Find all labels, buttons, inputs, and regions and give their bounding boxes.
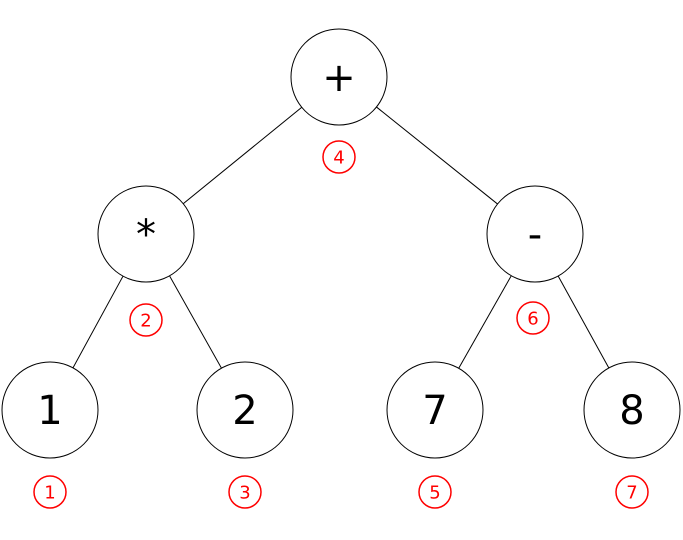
tree-node-eight: 8 <box>583 361 681 459</box>
order-marker-label: 7 <box>626 483 637 504</box>
order-marker-label: 3 <box>239 483 250 504</box>
tree-node-one: 1 <box>1 361 99 459</box>
order-marker-circle <box>228 475 262 509</box>
traversal-order-markers: 4 2 6 1 3 5 7 <box>33 140 649 509</box>
order-marker-2: 2 <box>129 303 163 337</box>
node-circle <box>1 361 99 459</box>
node-circle <box>486 185 584 283</box>
order-marker-1: 1 <box>33 475 67 509</box>
order-marker-label: 2 <box>140 311 151 332</box>
order-marker-circle <box>129 303 163 337</box>
node-circle <box>290 28 388 126</box>
tree-node-times: * <box>97 185 195 283</box>
tree-node-seven: 7 <box>386 361 484 459</box>
order-marker-7: 7 <box>615 475 649 509</box>
node-label: - <box>528 212 542 258</box>
order-marker-circle <box>615 475 649 509</box>
node-circle <box>196 361 294 459</box>
node-label: * <box>136 212 156 258</box>
order-marker-label: 6 <box>527 309 538 330</box>
tree-node-two: 2 <box>196 361 294 459</box>
order-marker-6: 6 <box>516 301 550 335</box>
node-circle <box>97 185 195 283</box>
order-marker-circle <box>322 140 356 174</box>
nodes: + * - 1 2 7 8 <box>1 28 681 459</box>
order-marker-circle <box>418 475 452 509</box>
node-label: + <box>322 55 356 101</box>
order-marker-3: 3 <box>228 475 262 509</box>
node-label: 1 <box>37 388 62 434</box>
node-label: 7 <box>422 388 447 434</box>
order-marker-5: 5 <box>418 475 452 509</box>
order-marker-label: 1 <box>44 483 55 504</box>
order-marker-label: 4 <box>333 148 344 169</box>
tree-node-plus: + <box>290 28 388 126</box>
node-circle <box>386 361 484 459</box>
order-marker-4: 4 <box>322 140 356 174</box>
order-marker-circle <box>516 301 550 335</box>
node-label: 2 <box>232 388 257 434</box>
order-marker-label: 5 <box>429 483 440 504</box>
node-label: 8 <box>619 388 644 434</box>
order-marker-circle <box>33 475 67 509</box>
tree-node-minus: - <box>486 185 584 283</box>
node-circle <box>583 361 681 459</box>
